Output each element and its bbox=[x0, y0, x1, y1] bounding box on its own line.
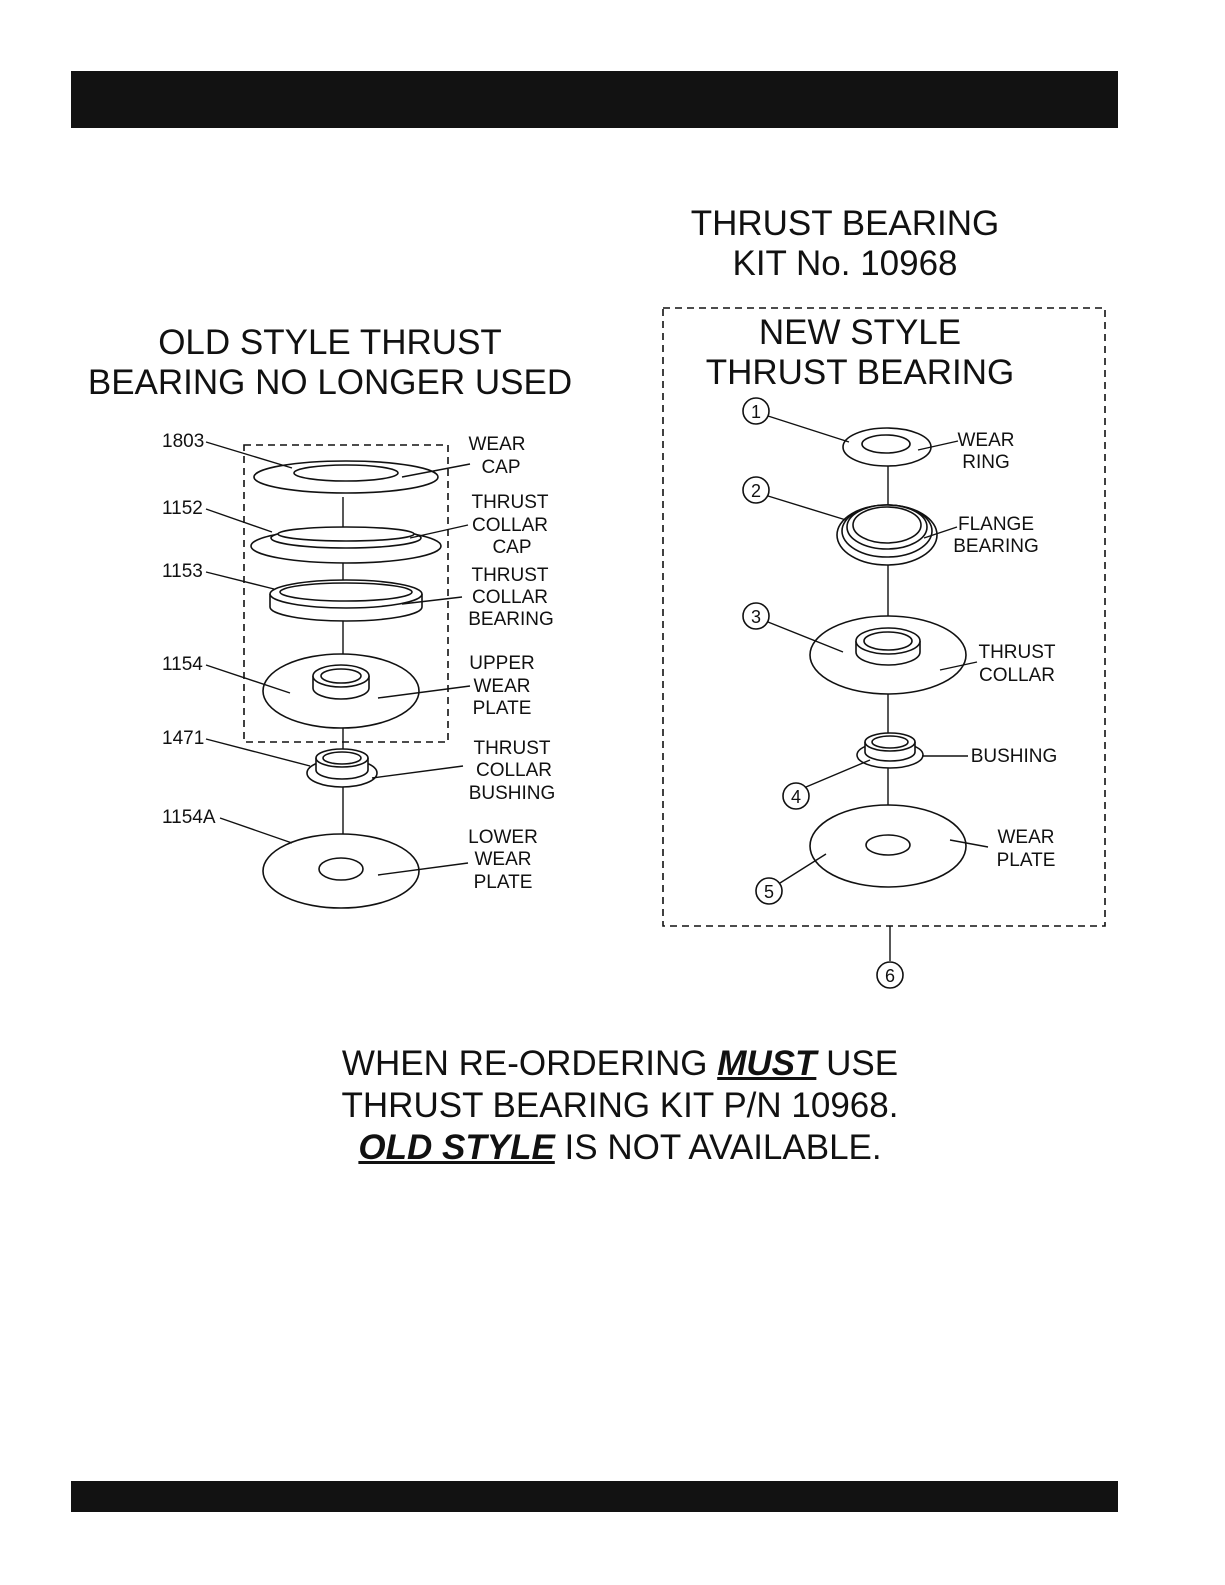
callout-2: 2 bbox=[742, 476, 847, 521]
part-label: THRUST bbox=[471, 565, 548, 586]
thrust-collar-bushing-part bbox=[306, 748, 378, 788]
upper-wear-plate-part bbox=[262, 653, 420, 729]
flange-bearing-part bbox=[836, 504, 938, 566]
thrust-collar-cap-part bbox=[250, 526, 442, 564]
callout-1: 1 bbox=[742, 397, 850, 443]
part-label: WEAR bbox=[475, 849, 532, 870]
part-number: 1471 bbox=[162, 728, 204, 749]
notice-emphasis: MUST bbox=[717, 1044, 817, 1083]
leader-line bbox=[205, 441, 293, 469]
part-label: CAP bbox=[492, 537, 531, 558]
kit-heading-line: KIT No. 10968 bbox=[732, 244, 958, 283]
notice-text: IS NOT AVAILABLE. bbox=[554, 1128, 882, 1167]
leader-line bbox=[949, 839, 989, 848]
part-label: WEAR bbox=[958, 430, 1015, 451]
new-style-heading: NEW STYLE THRUST BEARING bbox=[640, 313, 1080, 393]
kit-heading: THRUST BEARING KIT No. 10968 bbox=[600, 204, 1090, 284]
part-label: UPPER bbox=[469, 653, 534, 674]
part-number: 1152 bbox=[162, 498, 203, 519]
header-bar bbox=[71, 71, 1118, 128]
callout-number: 2 bbox=[751, 481, 761, 501]
part-label: WEAR bbox=[474, 676, 531, 697]
part-label: WEAR bbox=[469, 434, 526, 455]
part-label: BUSHING bbox=[971, 746, 1058, 767]
part-label: THRUST bbox=[471, 492, 548, 513]
new-style-heading-line: THRUST BEARING bbox=[705, 353, 1015, 392]
callout-number: 4 bbox=[791, 787, 801, 807]
part-label: BUSHING bbox=[469, 783, 556, 804]
notice-emphasis: OLD STYLE bbox=[358, 1128, 555, 1167]
callout-number: 3 bbox=[751, 607, 761, 627]
part-label: FLANGE bbox=[958, 514, 1034, 535]
notice-line-3: OLD STYLE IS NOT AVAILABLE. bbox=[300, 1127, 940, 1169]
part-label: RING bbox=[962, 452, 1010, 473]
leader-line bbox=[401, 463, 471, 478]
part-label: PLATE bbox=[997, 850, 1056, 871]
leader-line bbox=[371, 765, 464, 779]
leader-line bbox=[377, 685, 471, 699]
notice-line-2: THRUST BEARING KIT P/N 10968. bbox=[341, 1086, 899, 1125]
part-label: LOWER bbox=[468, 827, 538, 848]
leader-line bbox=[205, 571, 275, 590]
part-number: 1154A bbox=[162, 807, 216, 828]
old-style-heading: OLD STYLE THRUST BEARING NO LONGER USED bbox=[50, 323, 610, 403]
kit-group-box bbox=[662, 307, 1106, 927]
leader-line bbox=[939, 661, 978, 671]
part-number: 1803 bbox=[162, 431, 204, 452]
notice-text: WHEN RE-ORDERING bbox=[341, 1044, 718, 1083]
part-label: THRUST bbox=[473, 738, 550, 759]
wear-ring-part bbox=[842, 427, 932, 467]
part-label: CAP bbox=[481, 457, 520, 478]
lower-wear-plate-part bbox=[262, 833, 420, 909]
part-label: THRUST bbox=[978, 642, 1055, 663]
notice-text: USE bbox=[816, 1044, 899, 1083]
footer-bar bbox=[71, 1481, 1118, 1512]
old-style-heading-line: BEARING NO LONGER USED bbox=[87, 363, 573, 402]
callout-5: 5 bbox=[755, 853, 827, 905]
part-label: BEARING bbox=[468, 609, 554, 630]
callout-4: 4 bbox=[782, 759, 871, 810]
callout-number: 5 bbox=[764, 882, 774, 902]
thrust-collar-part bbox=[809, 615, 967, 695]
part-label: PLATE bbox=[474, 872, 533, 893]
leader-line bbox=[205, 738, 311, 767]
leader-line bbox=[205, 508, 273, 533]
part-label: WEAR bbox=[998, 827, 1055, 848]
part-label: COLLAR bbox=[472, 587, 548, 608]
leader-line bbox=[409, 524, 469, 539]
part-label: COLLAR bbox=[979, 665, 1055, 686]
callout-number: 6 bbox=[885, 966, 895, 986]
callout-6: 6 bbox=[876, 961, 904, 989]
wear-plate-part bbox=[809, 804, 967, 888]
notice-line-1: WHEN RE-ORDERING MUST USE bbox=[300, 1043, 940, 1085]
old-style-group-box bbox=[243, 444, 449, 743]
callout-number: 1 bbox=[751, 402, 761, 422]
leader-line bbox=[377, 862, 469, 876]
kit-heading-line: THRUST BEARING bbox=[690, 204, 1000, 243]
part-number: 1153 bbox=[162, 561, 203, 582]
old-style-heading-line: OLD STYLE THRUST bbox=[158, 323, 502, 362]
leader-line bbox=[923, 526, 958, 539]
new-style-heading-line: NEW STYLE bbox=[758, 313, 962, 352]
leader-line bbox=[205, 664, 291, 694]
part-label: PLATE bbox=[473, 698, 532, 719]
leader-line bbox=[401, 596, 463, 605]
callout-3: 3 bbox=[742, 602, 844, 653]
part-number: 1154 bbox=[162, 654, 203, 675]
part-label: COLLAR bbox=[476, 760, 552, 781]
reorder-notice: WHEN RE-ORDERING MUST USE THRUST BEARING… bbox=[300, 1043, 940, 1169]
bushing-part bbox=[856, 732, 924, 769]
leader-line bbox=[219, 817, 293, 844]
part-label: BEARING bbox=[953, 536, 1039, 557]
wear-cap-part bbox=[253, 460, 439, 494]
thrust-collar-bearing-part bbox=[269, 579, 423, 622]
leader-line bbox=[917, 440, 959, 451]
part-label: COLLAR bbox=[472, 515, 548, 536]
